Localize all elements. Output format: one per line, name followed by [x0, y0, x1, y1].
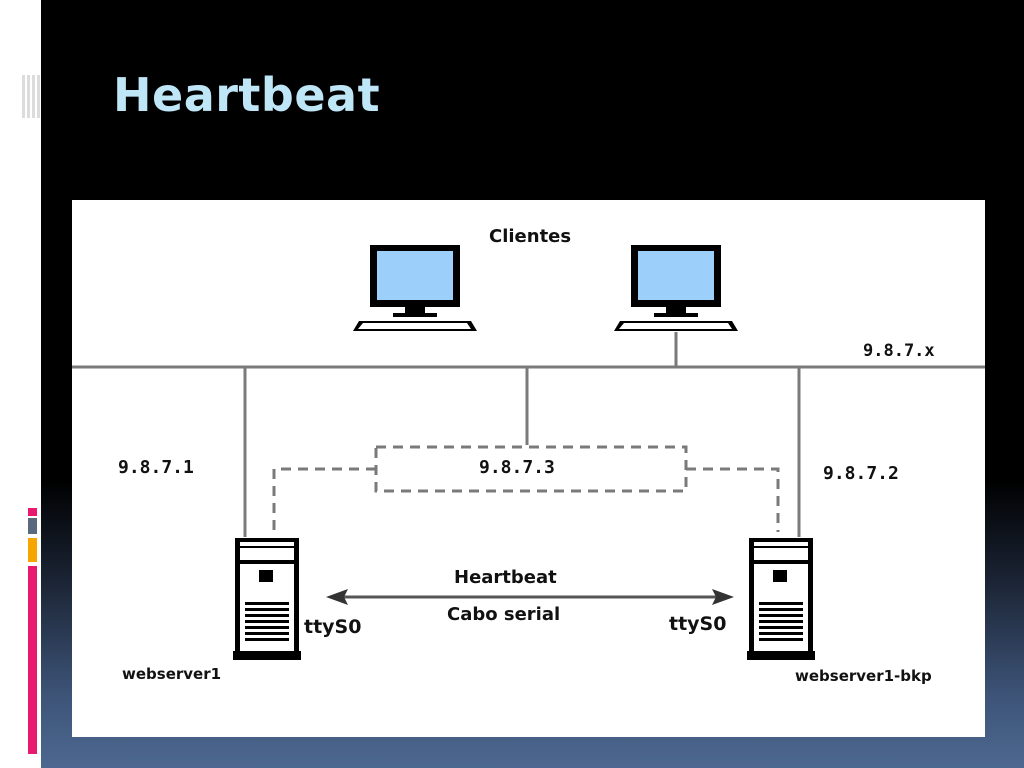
accent-bar-orange: [28, 538, 37, 562]
heartbeat-arrow-right-icon: [712, 589, 734, 605]
decorative-bar: [32, 75, 35, 118]
accent-bar-pink-long: [28, 566, 37, 754]
server1-icon: [232, 537, 302, 661]
tty-right-label: ttyS0: [669, 613, 727, 635]
cable-label: Cabo serial: [447, 604, 561, 625]
server2-dashed-link: [686, 467, 780, 532]
server1-name-label: webserver1: [122, 665, 222, 683]
diagram-graphics: [72, 245, 985, 661]
server1-dashed-link: [272, 467, 376, 532]
heartbeat-label: Heartbeat: [454, 567, 557, 588]
server2-icon: [746, 537, 816, 661]
server2-ip-label: 9.8.7.2: [823, 463, 899, 484]
client-computer-left-icon: [353, 245, 477, 331]
accent-bar-slate: [28, 518, 37, 534]
slide-title: Heartbeat: [113, 68, 381, 122]
accent-bar-pink: [28, 508, 37, 516]
decorative-bar: [22, 75, 25, 118]
decorative-bar: [37, 75, 40, 118]
decorative-bar: [27, 75, 30, 118]
client-computer-right-icon: [614, 245, 738, 331]
tty-left-label: ttyS0: [304, 616, 362, 638]
clients-label: Clientes: [489, 226, 572, 247]
network-label: 9.8.7.x: [863, 341, 935, 361]
server2-name-label: webserver1-bkp: [795, 667, 932, 685]
heartbeat-arrow-left-icon: [326, 589, 348, 605]
virtual-ip-label: 9.8.7.3: [479, 457, 555, 478]
network-diagram: Clientes 9.8.7.x 9.8.7.1 9.8.7.3 9.8.7.2…: [72, 200, 985, 737]
server1-ip-label: 9.8.7.1: [118, 457, 194, 478]
